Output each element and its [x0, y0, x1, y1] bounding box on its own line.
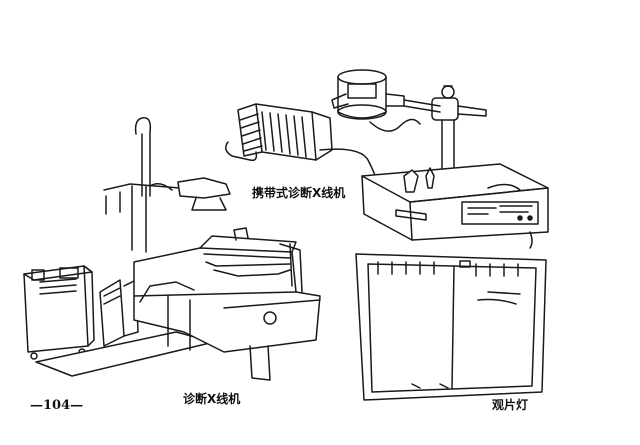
tube-stand — [103, 117, 231, 253]
control-console — [23, 265, 95, 360]
floor-rail — [35, 331, 215, 377]
page-number: —104— — [30, 398, 84, 413]
tube-head — [331, 69, 405, 120]
control-case — [361, 163, 549, 249]
portable-xray-machine-drawing — [225, 69, 549, 249]
caption-portable-xray: 携带式诊断X线机 — [252, 186, 346, 200]
examination-table — [133, 227, 321, 381]
film-viewer-drawing — [355, 253, 547, 401]
bucky-stand — [99, 279, 139, 347]
caption-film-viewer: 观片灯 — [492, 398, 529, 412]
bellows-collimator — [225, 103, 333, 162]
diagnostic-xray-machine-drawing — [23, 117, 321, 381]
caption-diagnostic-xray: 诊断X线机 — [183, 392, 241, 406]
